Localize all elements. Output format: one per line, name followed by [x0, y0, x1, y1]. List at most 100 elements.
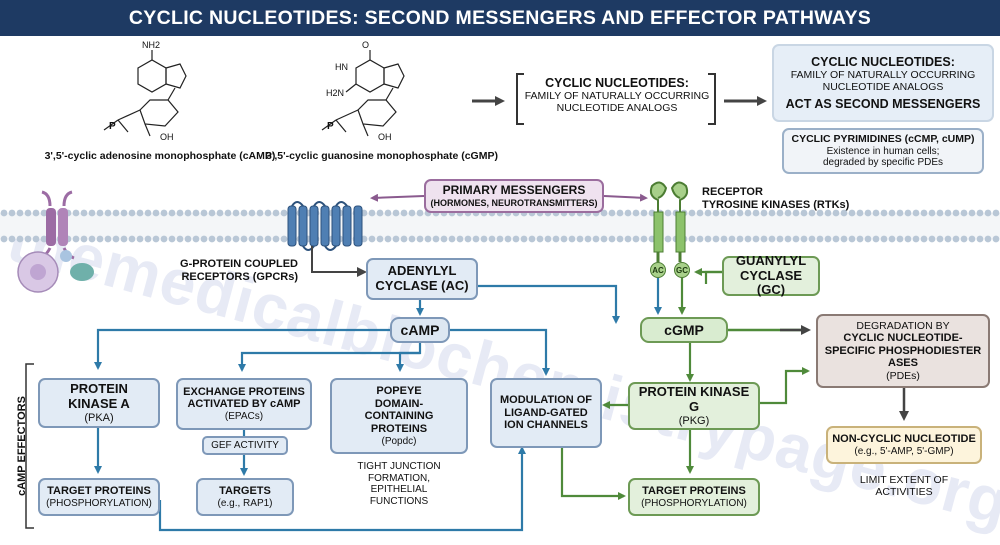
lipid-head [240, 209, 248, 217]
lipid-head [848, 235, 856, 243]
cell-cluster-icon [17, 250, 94, 293]
gpcr-helix [309, 205, 319, 247]
pde-degradation-box: DEGRADATION BY CYCLIC NUCLEOTIDE- SPECIF… [816, 314, 990, 388]
lipid-head [552, 235, 560, 243]
pyrimidines-title: CYCLIC PYRIMIDINES (cCMP, cUMP) [791, 133, 975, 146]
lipid-head [240, 235, 248, 243]
adenylyl-cyclase-box: ADENYLYL CYCLASE (AC) [366, 258, 478, 300]
lipid-head [208, 209, 216, 217]
target-pka-subtitle: (PHOSPHORYLATION) [46, 497, 152, 509]
popdc-note-line4: FUNCTIONS [369, 495, 429, 507]
lipid-head [896, 209, 904, 217]
gpcr-label-line2: RECEPTORS (GPCRs) [181, 270, 298, 283]
cgmp-oh-label: OH [378, 132, 392, 142]
lipid-head [544, 235, 552, 243]
lipid-head [968, 235, 976, 243]
lipid-head [888, 209, 896, 217]
lipid-head [0, 209, 8, 217]
cyclic-pyrimidines-box: CYCLIC PYRIMIDINES (cCMP, cUMP) Existenc… [782, 128, 984, 174]
lipid-head [808, 209, 816, 217]
lipid-head [488, 235, 496, 243]
gc-line1: GUANYLYL [735, 252, 807, 268]
lipid-head [168, 209, 176, 217]
lipid-head [784, 235, 792, 243]
family-text: CYCLIC NUCLEOTIDES: FAMILY OF NATURALLY … [522, 76, 712, 115]
epac-line1: EXCHANGE PROTEINS [183, 385, 305, 398]
rtk-label-line2: TYROSINE KINASES (RTKs) [702, 198, 850, 211]
lipid-head [128, 235, 136, 243]
lipid-head [224, 209, 232, 217]
lipid-head [248, 209, 256, 217]
lipid-head [144, 235, 152, 243]
lipid-head [688, 209, 696, 217]
arrow-pm-to-gpcr [370, 193, 425, 202]
lipid-head [200, 209, 208, 217]
lipid-head [608, 209, 616, 217]
limit-note-line2: ACTIVITIES [875, 486, 933, 499]
lipid-head [32, 209, 40, 217]
lipid-head [872, 209, 880, 217]
lipid-head [464, 235, 472, 243]
lipid-head [192, 235, 200, 243]
target-pka-title: TARGET PROTEINS [47, 484, 151, 497]
lipid-head [760, 209, 768, 217]
camp-structure-icon [103, 50, 187, 137]
lipid-head [448, 235, 456, 243]
lipid-head [88, 209, 96, 217]
lipid-head [256, 235, 264, 243]
lipid-head [192, 209, 200, 217]
rtk-gc-domain: GC [674, 262, 690, 278]
popdc-line2: DOMAIN- [374, 397, 424, 410]
lipid-head [480, 235, 488, 243]
lipid-head [816, 209, 824, 217]
lipid-head [280, 235, 288, 243]
cgmp-caption: 3',5'-cyclic guanosine monophosphate (cG… [266, 150, 498, 162]
lipid-head [632, 209, 640, 217]
pde-line3: SPECIFIC PHOSPHODIESTER [824, 344, 982, 357]
arrow-gc-to-rtk [704, 270, 722, 284]
rtk-receptor-icon [649, 181, 689, 262]
lipid-head [536, 235, 544, 243]
lipid-head [824, 209, 832, 217]
lipid-head [632, 235, 640, 243]
primary-messengers-title: PRIMARY MESSENGERS [442, 182, 586, 197]
camp-node: cAMP [390, 317, 450, 343]
lipid-head [576, 235, 584, 243]
lipid-head [608, 235, 616, 243]
lipid-head [456, 235, 464, 243]
page-title: CYCLIC NUCLEOTIDES: SECOND MESSENGERS AN… [128, 6, 872, 29]
lipid-head [984, 209, 992, 217]
lipid-head [736, 209, 744, 217]
lipid-head [24, 235, 32, 243]
lipid-head [760, 235, 768, 243]
second-messengers-title: CYCLIC NUCLEOTIDES: [811, 54, 955, 69]
lipid-head [104, 235, 112, 243]
popdc-line5: (Popdc) [381, 435, 417, 447]
arrow-pm-to-rtk [603, 193, 648, 202]
lipid-head [272, 209, 280, 217]
epac-line2: ACTIVATED BY cAMP [187, 398, 301, 411]
lipid-head [800, 235, 808, 243]
ion-channels-line3: ION CHANNELS [504, 419, 588, 432]
gpcr-helix [342, 205, 352, 247]
camp-p-label: P [109, 121, 116, 132]
lipid-head [920, 235, 928, 243]
lipid-head [416, 235, 424, 243]
rtk-label-line1: RECEPTOR [702, 186, 763, 198]
lipid-head [840, 235, 848, 243]
lipid-head [792, 235, 800, 243]
cgmp-h2n-label: H2N [326, 88, 345, 98]
lipid-head [72, 209, 80, 217]
camp-caption: 3',5'-cyclic adenosine monophosphate (cA… [44, 150, 276, 162]
lipid-head [368, 235, 376, 243]
lipid-head [712, 235, 720, 243]
lipid-head [848, 209, 856, 217]
lipid-head [512, 235, 520, 243]
lipid-head [792, 209, 800, 217]
lipid-head [176, 235, 184, 243]
lipid-head [416, 209, 424, 217]
camp-effector-arrows [94, 328, 550, 532]
lipid-head [88, 235, 96, 243]
lipid-head [864, 209, 872, 217]
gpcr-helix [331, 205, 341, 247]
